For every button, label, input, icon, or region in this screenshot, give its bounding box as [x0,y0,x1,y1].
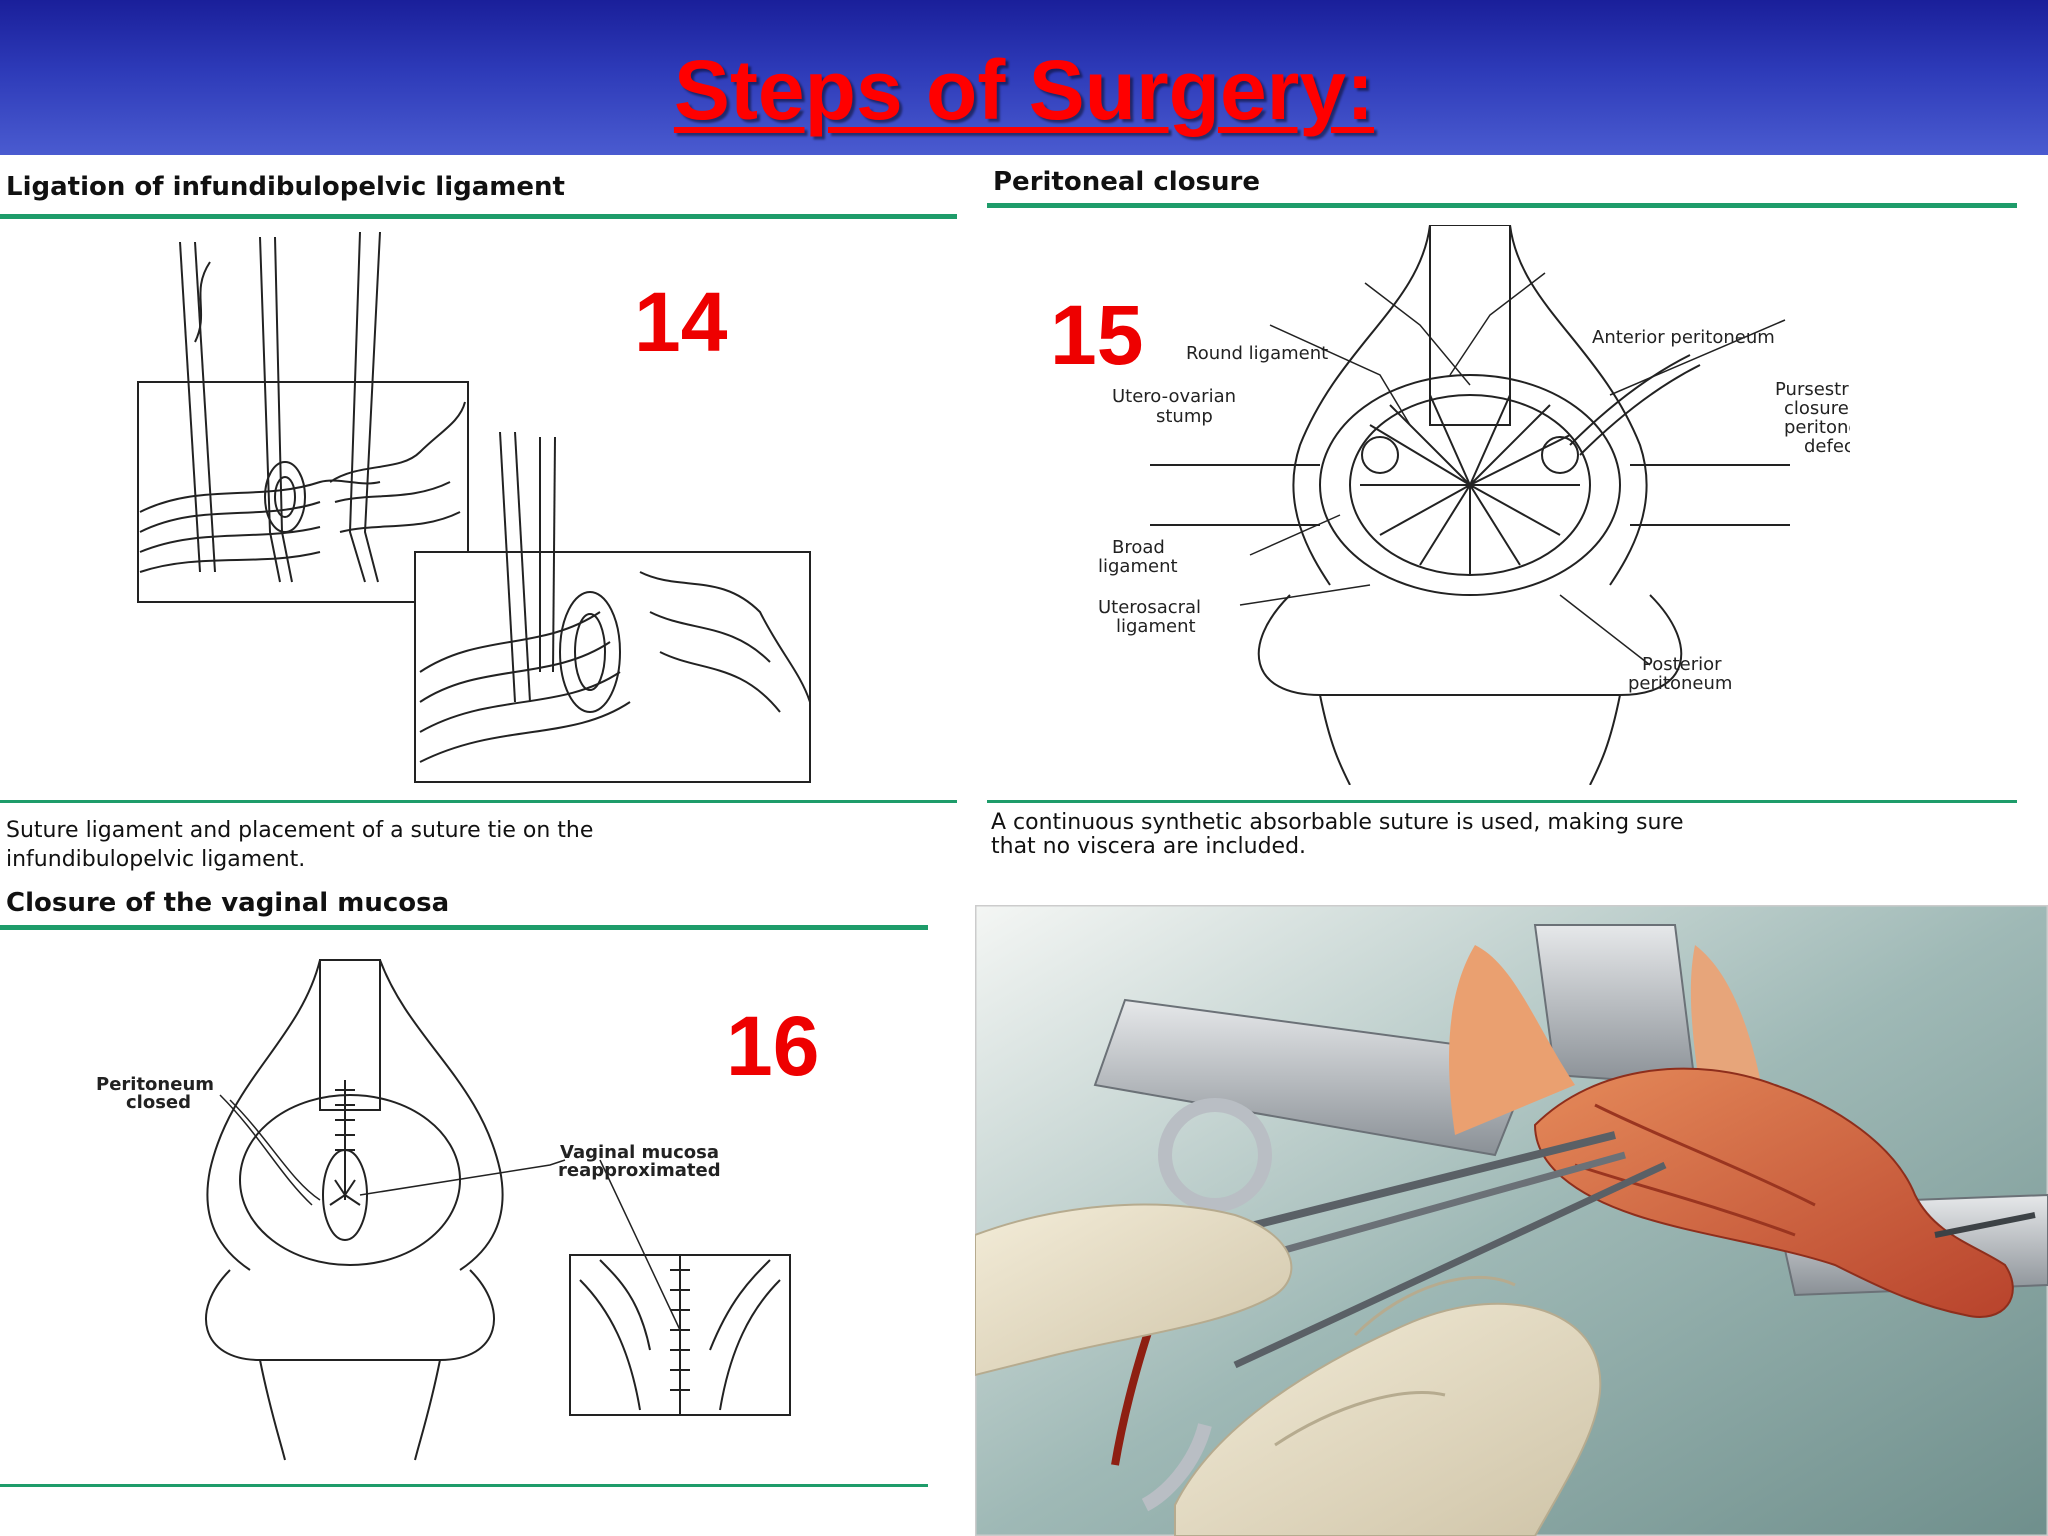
label-round-ligament: Round ligament [1186,343,1328,364]
label-pursestring-1: Pursestring [1775,379,1850,400]
figure-peritoneal-closure-illustration: Round ligament Anterior peritoneum Utero… [1098,225,1850,785]
caption-ligation: Suture ligament and placement of a sutur… [6,816,946,874]
caption-peritoneal-line2: that no viscera are included. [991,834,1307,859]
label-utero-ovarian-2: stump [1156,406,1213,427]
step-number-15: 15 [1050,288,1144,382]
slide-header-band [0,0,2048,155]
label-uterosacral-1: Uterosacral [1098,597,1201,618]
caption-ligation-line2: infundibulopelvic ligament. [6,847,306,872]
caption-peritoneal-line1: A continuous synthetic absorbable suture… [991,810,1684,835]
label-broad-1: Broad [1112,537,1165,558]
heading-peritoneal-closure: Peritoneal closure [993,167,1260,197]
figure-vaginal-closure-illustration: Peritoneum closed Vaginal mucosa reappro… [96,959,791,1461]
label-posterior-2: peritoneum [1628,673,1732,694]
label-vaginal-mucosa-1: Vaginal mucosa [560,1142,719,1163]
surgical-procedure-image [975,905,2048,1536]
label-anterior-peritoneum: Anterior peritoneum [1592,327,1775,348]
label-pursestring-3: peritoneal [1784,417,1850,438]
step-number-16: 16 [726,999,820,1093]
rule-peritoneal-top [987,203,2017,208]
rule-vaginal-top [0,925,928,930]
rule-ligation-bottom [0,800,957,803]
rule-ligation-top [0,214,957,219]
label-pursestring-4: defect [1804,436,1850,457]
label-peritoneum-closed-1: Peritoneum [96,1074,214,1095]
heading-ligation: Ligation of infundibulopelvic ligament [6,172,565,202]
figure-ligation-illustration [137,232,811,783]
slide-title: Steps of Surgery: [673,43,1375,137]
caption-peritoneal: A continuous synthetic absorbable suture… [991,811,2021,859]
rule-vaginal-bottom [0,1484,928,1487]
label-posterior-1: Posterior [1642,654,1722,675]
rule-peritoneal-bottom [987,800,2017,803]
label-vaginal-mucosa-2: reapproximated [558,1160,721,1181]
heading-vaginal-mucosa: Closure of the vaginal mucosa [6,888,450,918]
label-broad-2: ligament [1098,556,1178,577]
step-number-14: 14 [634,275,728,369]
caption-ligation-line1: Suture ligament and placement of a sutur… [6,818,594,843]
label-uterosacral-2: ligament [1116,616,1196,637]
label-peritoneum-closed-2: closed [126,1092,191,1113]
label-utero-ovarian-1: Utero-ovarian [1112,386,1236,407]
label-pursestring-2: closure of [1784,398,1850,419]
